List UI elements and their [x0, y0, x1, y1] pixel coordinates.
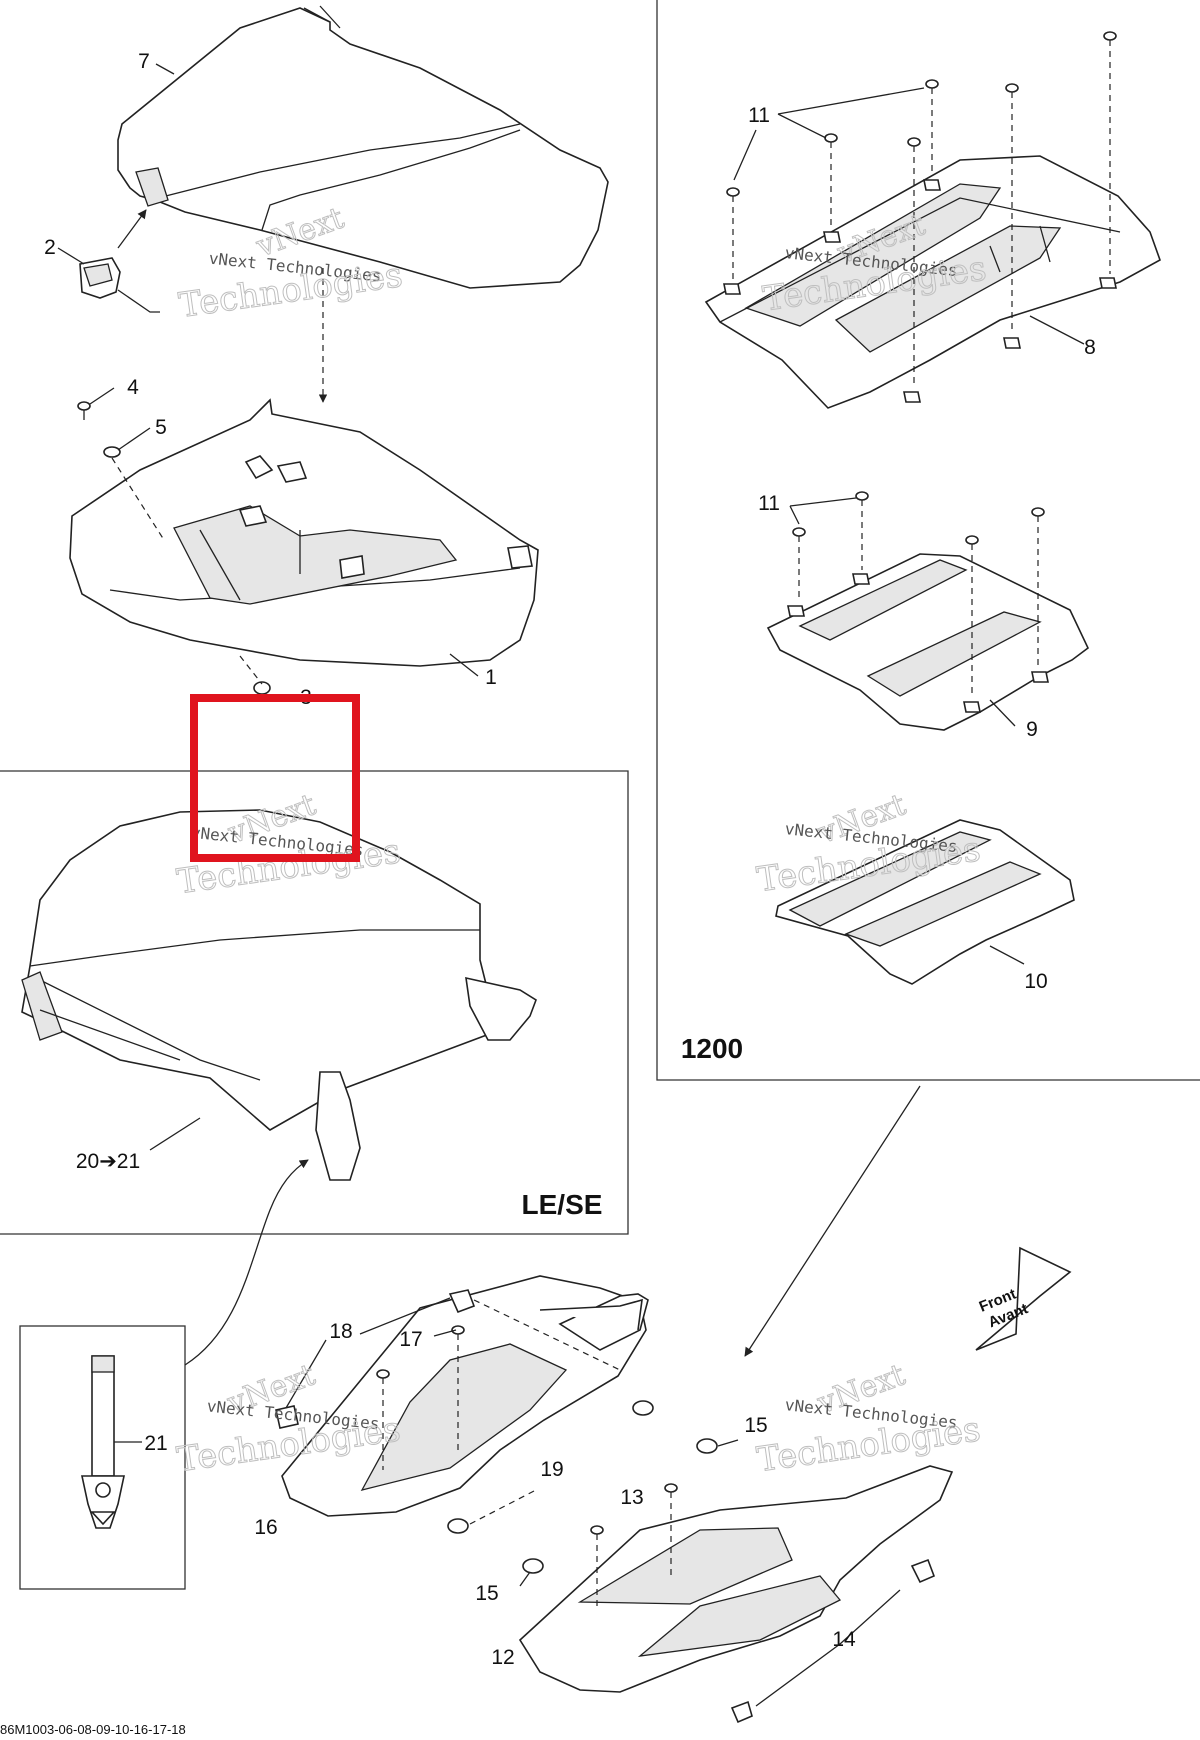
callout-7: 7: [138, 50, 150, 73]
callout-13: 13: [620, 1486, 643, 1509]
dashes-11-mid: [798, 500, 1039, 698]
callout-21: 21: [144, 1432, 167, 1455]
dash-3: [239, 655, 263, 685]
callout-20-21: 20➔21: [76, 1150, 140, 1173]
panel-part-10: [775, 819, 1075, 985]
panel-part-9: [766, 553, 1090, 731]
frame-detail-21: [19, 1325, 186, 1590]
nuts-part-8: [723, 179, 1117, 403]
frame-1200: [656, 0, 1200, 1081]
callout-19: 19: [540, 1458, 563, 1481]
nut-part-18: [275, 1289, 476, 1429]
callout-9: 9: [1026, 718, 1038, 741]
leaders-14-15: [519, 1439, 901, 1707]
callout-5: 5: [155, 416, 167, 439]
washer-part-5: [103, 446, 121, 458]
callout-4: 4: [127, 376, 139, 399]
nuts-part-9: [787, 573, 1049, 713]
screws-part-19: [447, 1400, 654, 1534]
leaders-11-top: [733, 87, 925, 181]
callout-18: 18: [329, 1320, 352, 1343]
callout-10: 10: [1024, 970, 1047, 993]
callout-16: 16: [254, 1516, 277, 1539]
panel-part-8: [704, 155, 1161, 409]
strap-part-21: [81, 1355, 125, 1529]
hood-part-1: [69, 398, 539, 667]
drawing-code: 86M1003-06-08-09-10-16-17-18: [0, 1722, 186, 1737]
dashes-bottom-16: [382, 1299, 621, 1525]
highlight-rectangle: [190, 694, 360, 862]
clip-part-2: [79, 257, 160, 313]
dash-4-5: [111, 457, 165, 541]
leaders-17-18: [285, 1297, 457, 1409]
callout-2: 2: [44, 236, 56, 259]
callout-15-right: 15: [744, 1414, 767, 1437]
callout-12: 12: [491, 1646, 514, 1669]
dashes-11-top: [732, 40, 1111, 386]
leader-20-21: [149, 1117, 201, 1151]
callout-11-mid: 11: [758, 492, 780, 515]
leaders-11-mid: [789, 497, 857, 525]
screw-part-4: [77, 401, 91, 420]
watermark-6: vNext vNext Technologies Technologies: [754, 1357, 983, 1481]
callout-15-left: 15: [475, 1582, 498, 1605]
bracket-part-19: [539, 1298, 643, 1331]
arrow-2-to-7: [117, 209, 147, 249]
screws-part-13: [590, 1483, 678, 1535]
arrow-1200-to-bottom: [744, 1085, 921, 1357]
screws-part-15: [522, 1438, 718, 1574]
windshield-part-7: [117, 5, 609, 289]
panel-part-12: [518, 1465, 954, 1693]
box-label-1200: 1200: [681, 1033, 743, 1064]
callout-17: 17: [399, 1328, 422, 1351]
dashes-bottom-12: [596, 1492, 672, 1610]
windshield-part-20: [21, 809, 537, 1181]
callout-11-top: 11: [748, 104, 770, 127]
callout-8: 8: [1084, 336, 1096, 359]
screws-part-11-mid: [792, 491, 1045, 545]
arrow-21-to-ws: [184, 1159, 309, 1366]
callout-14: 14: [832, 1628, 856, 1651]
frame-lese: [0, 770, 629, 1235]
box-label-lese: LE/SE: [522, 1189, 603, 1220]
callout-1: 1: [485, 666, 497, 689]
nuts-part-14: [730, 1558, 936, 1724]
front-arrow-icon: [975, 1246, 1072, 1351]
